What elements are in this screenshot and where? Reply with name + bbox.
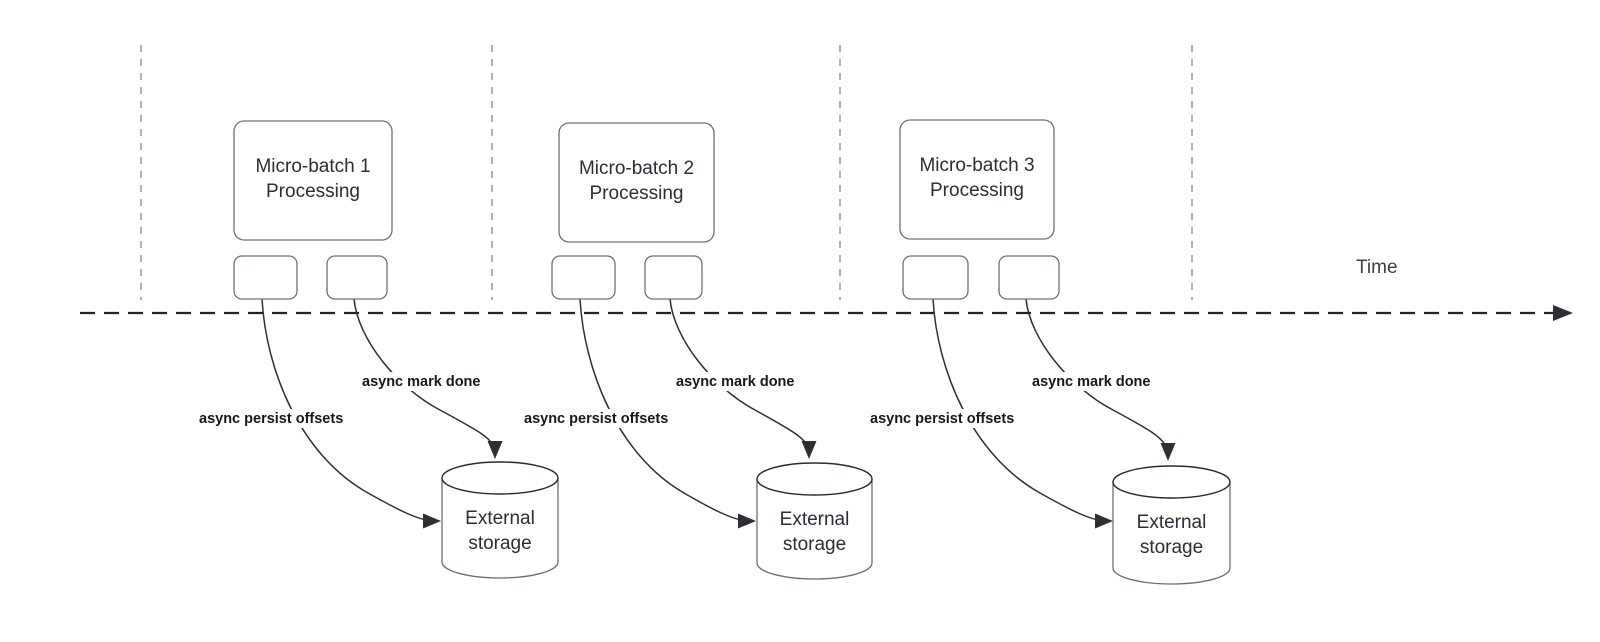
persist-offsets-edge-3-arrow-icon bbox=[1095, 513, 1113, 529]
micro-batch-box-3[interactable] bbox=[899, 119, 1055, 240]
micro-batch-label-line2-1: Processing bbox=[266, 181, 360, 202]
task-box-2b[interactable] bbox=[644, 255, 703, 300]
external-storage-label-line1-2: External bbox=[780, 509, 850, 530]
external-storage-top-3 bbox=[1112, 465, 1231, 499]
micro-batch-label-line2-2: Processing bbox=[590, 183, 684, 204]
external-storage-top-2 bbox=[756, 462, 873, 496]
external-storage-body-1[interactable] bbox=[441, 478, 559, 579]
micro-batch-box-1[interactable] bbox=[233, 120, 393, 241]
micro-batch-label-line1-1: Micro-batch 1 bbox=[255, 156, 370, 177]
task-box-1b[interactable] bbox=[326, 255, 388, 300]
micro-batch-label-line1-3: Micro-batch 3 bbox=[919, 155, 1034, 176]
divider-lines-group bbox=[140, 45, 1193, 300]
persist-offsets-edge-3-label: async persist offsets bbox=[870, 411, 1014, 427]
task-box-3a[interactable] bbox=[902, 255, 969, 300]
persist-offsets-edge-2-label: async persist offsets bbox=[524, 411, 668, 427]
mark-done-edge-2-label-mask bbox=[673, 372, 798, 391]
mark-done-edge-2-label: async mark done bbox=[676, 374, 794, 390]
external-storage-label-line2-2: storage bbox=[783, 534, 846, 555]
timeline-arrow-icon bbox=[1553, 305, 1573, 321]
micro-batch-label-line1-2: Micro-batch 2 bbox=[579, 158, 694, 179]
persist-offsets-edge-1-label-mask bbox=[196, 409, 368, 428]
external-storage-body-3[interactable] bbox=[1112, 482, 1231, 585]
flow-edges-group bbox=[261, 298, 1176, 529]
external-storage-top-1 bbox=[441, 461, 559, 495]
task-box-2a[interactable] bbox=[551, 255, 616, 300]
external-storage-label-line1-1: External bbox=[465, 508, 535, 529]
micro-batch-box-2[interactable] bbox=[558, 122, 715, 243]
micro-batch-label-line2-3: Processing bbox=[930, 180, 1024, 201]
timeline-axis-group: Time bbox=[80, 257, 1573, 321]
mark-done-edge-3-label-mask bbox=[1029, 372, 1154, 391]
mark-done-edge-3 bbox=[1025, 298, 1168, 451]
mark-done-edge-1-arrow-icon bbox=[487, 441, 503, 459]
task-box-1a[interactable] bbox=[233, 255, 298, 300]
persist-offsets-edge-1 bbox=[261, 298, 431, 522]
mark-done-edge-2 bbox=[669, 298, 809, 449]
persist-offsets-edge-1-label: async persist offsets bbox=[199, 411, 343, 427]
persist-offsets-edge-3 bbox=[932, 298, 1103, 522]
persist-offsets-edge-2-label-mask bbox=[521, 409, 693, 428]
external-storage-body-2[interactable] bbox=[756, 479, 873, 580]
external-storage-label-line2-1: storage bbox=[468, 533, 531, 554]
mark-done-edge-1 bbox=[353, 298, 495, 449]
persist-offsets-edge-1-arrow-icon bbox=[423, 513, 441, 529]
external-storage-label-line1-3: External bbox=[1137, 512, 1207, 533]
task-box-3b[interactable] bbox=[998, 255, 1060, 300]
persist-offsets-edge-2-arrow-icon bbox=[738, 513, 756, 529]
persist-offsets-edge-2 bbox=[579, 298, 746, 522]
mark-done-edge-3-label: async mark done bbox=[1032, 374, 1150, 390]
time-axis-label: Time bbox=[1356, 257, 1398, 278]
mark-done-edge-1-label: async mark done bbox=[362, 374, 480, 390]
mark-done-edge-1-label-mask bbox=[359, 372, 484, 391]
persist-offsets-edge-3-label-mask bbox=[867, 409, 1039, 428]
edge-labels-group: async persist offsets async mark done asyn… bbox=[196, 372, 1154, 428]
mark-done-edge-2-arrow-icon bbox=[801, 441, 817, 459]
mark-done-edge-3-arrow-icon bbox=[1160, 443, 1176, 461]
external-storage-label-line2-3: storage bbox=[1140, 537, 1203, 558]
